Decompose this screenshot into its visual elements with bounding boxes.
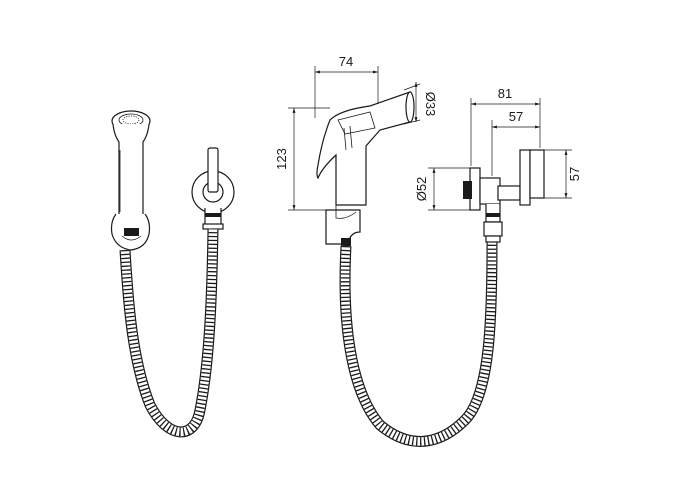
dim-57-horizontal-label: 57 xyxy=(509,109,523,124)
dim-123-label: 123 xyxy=(274,148,289,170)
hose-front xyxy=(119,228,219,438)
dim-74-label: 74 xyxy=(339,54,353,69)
front-view xyxy=(110,110,235,438)
holder-bracket-front xyxy=(110,213,151,251)
side-view-valve xyxy=(463,149,545,243)
dim-dia52-label: Ø52 xyxy=(414,177,429,202)
spray-holder-side xyxy=(325,205,361,246)
lever-side xyxy=(519,149,531,206)
wall-valve-front xyxy=(191,147,235,230)
dimension-lines xyxy=(288,66,572,211)
shower-head-front xyxy=(111,110,151,219)
side-view-spray xyxy=(316,91,498,447)
dim-57-vertical-label: 57 xyxy=(567,167,582,181)
dim-dia33-label: Ø33 xyxy=(423,92,438,117)
dim-81-label: 81 xyxy=(498,86,512,101)
spray-body-side xyxy=(316,91,415,206)
hose-side xyxy=(339,241,498,447)
dimension-labels: 74 Ø33 123 81 57 57 Ø52 xyxy=(274,54,582,201)
